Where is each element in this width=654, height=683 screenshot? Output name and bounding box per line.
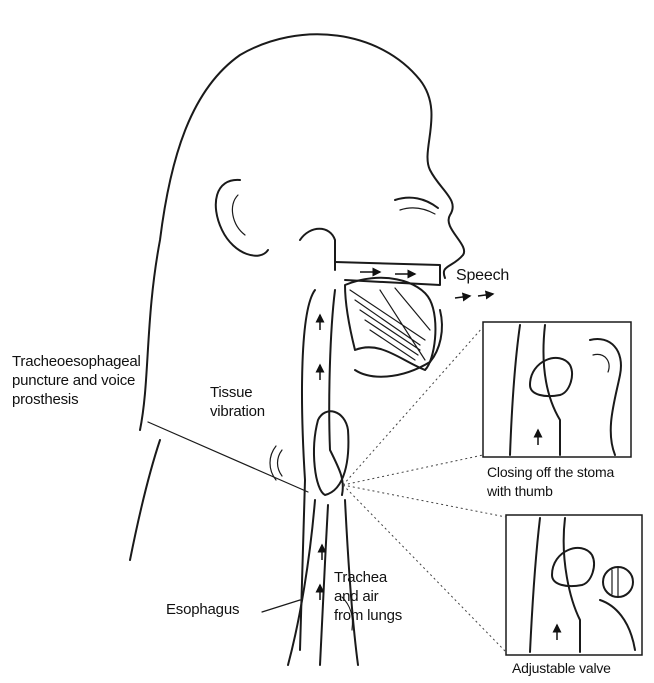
label-closing-stoma: Closing off the stoma with thumb bbox=[487, 463, 614, 501]
inset-adjustable-valve bbox=[506, 515, 642, 655]
label-tep-puncture: Tracheoesophageal puncture and voice pro… bbox=[12, 352, 141, 409]
label-tissue-vibration: Tissue vibration bbox=[210, 383, 265, 421]
label-trachea: Trachea and air from lungs bbox=[334, 568, 402, 625]
inset-stoma-thumb bbox=[483, 322, 631, 457]
label-esophagus: Esophagus bbox=[166, 600, 239, 619]
label-speech: Speech bbox=[456, 266, 509, 285]
head-outline bbox=[130, 34, 464, 560]
label-adjustable-valve: Adjustable valve bbox=[512, 659, 611, 678]
